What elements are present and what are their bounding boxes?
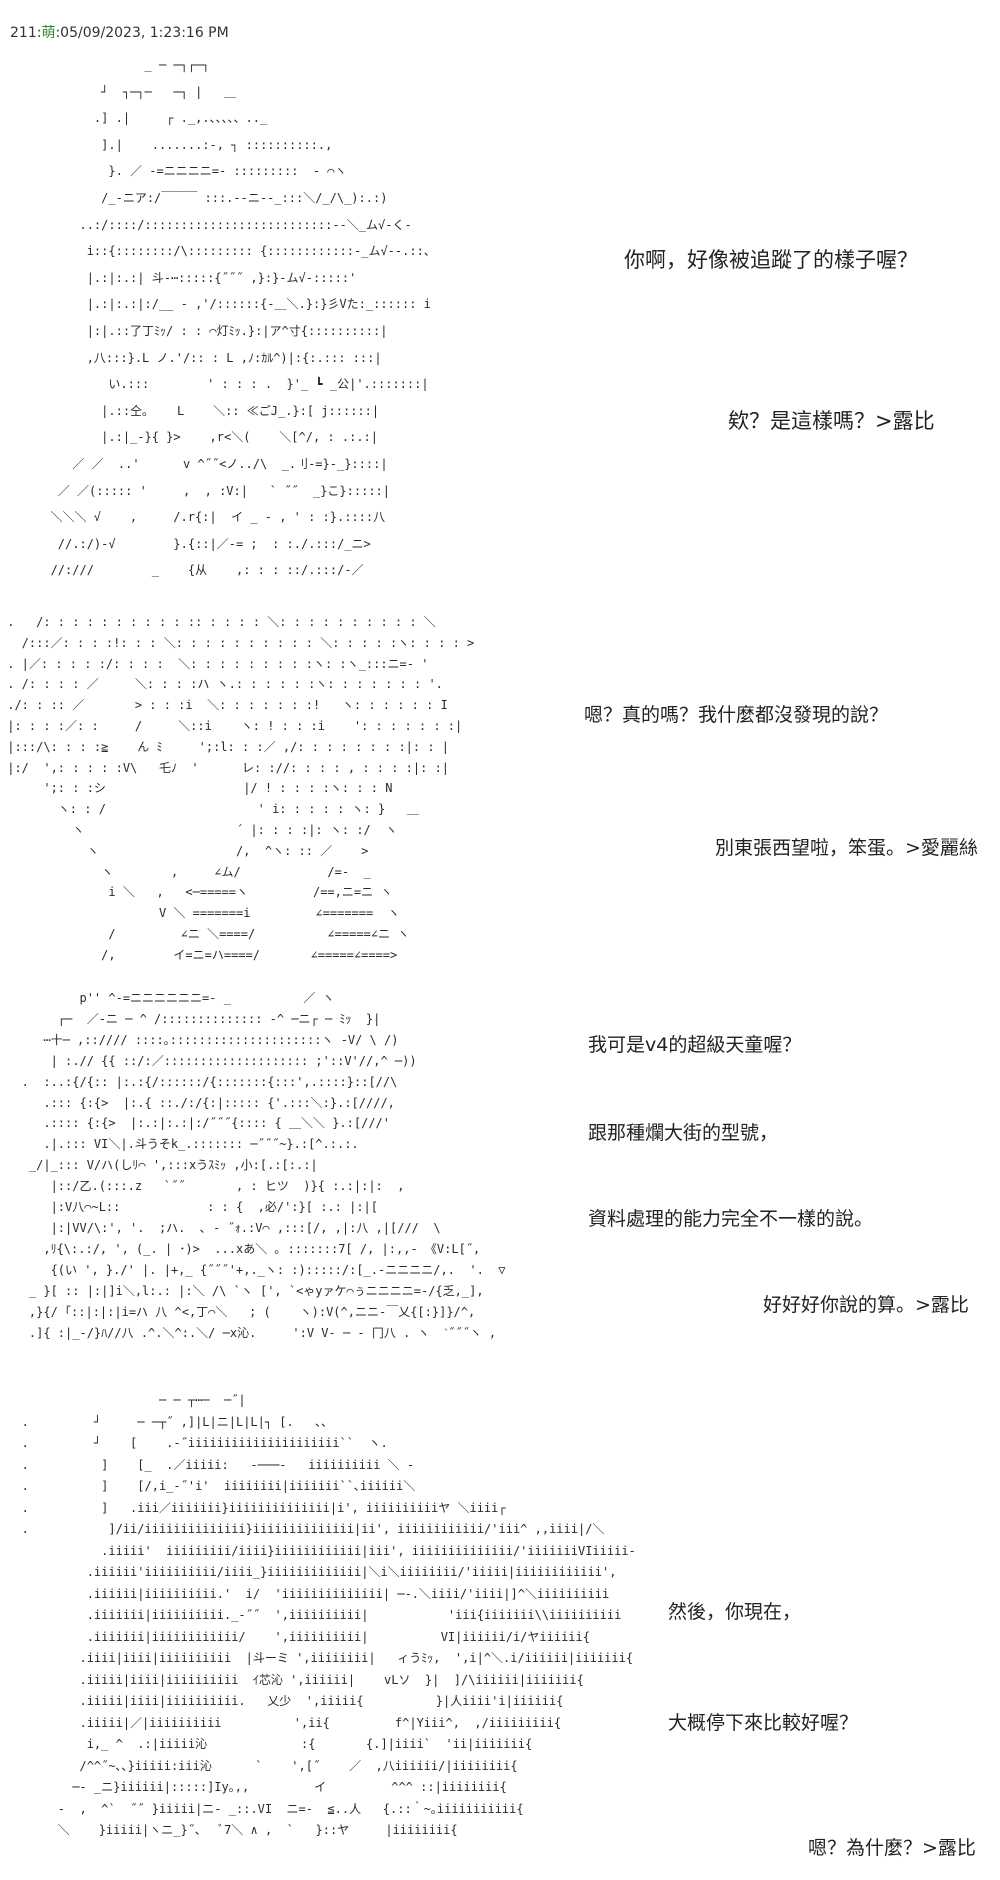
ascii-art-panel-2: . /: : : : : : : : : : :: : : : : ＼: : :… — [7, 615, 475, 962]
dialogue-line: 跟那種爛大街的型號， — [588, 1122, 779, 1144]
panel-2: . /: : : : : : : : : : :: : : : : ＼: : :… — [7, 615, 978, 962]
name-mark: 萌 — [41, 25, 56, 41]
dialogue-line: 好好好你說的算。>露比 — [763, 1294, 969, 1316]
dialogue-line: 你啊，好像被追蹤了的樣子喔？ — [624, 248, 918, 272]
dialogue-line: 我可是v4的超級天童喔？ — [588, 1034, 802, 1056]
ascii-art-panel-1: _ ─ ─┐┌─┐ ┘ ┐─┐─ ─┐ | ＿ .] .| ┌ ._,.、、、、… — [50, 58, 436, 578]
ascii-art-panel-4: ─ ─ ┬⋯─ ─˝| . ┘ ─ ─┬˝ ,]|L|ニ|L|L|┐ [. ､､… — [21, 1393, 636, 1837]
post-number: 211: — [10, 25, 42, 41]
dialogue-line: 嗯？為什麼？>露比 — [808, 1837, 976, 1859]
dialogue-line: 欸？是這樣嗎？>露比 — [728, 409, 935, 433]
post-timestamp: :05/09/2023, 1:23:16 PM — [55, 25, 229, 41]
post-header: 211:萌:05/09/2023, 1:23:16 PM — [10, 22, 229, 42]
dialogue-line: 別東張西望啦，笨蛋。>愛麗絲 — [715, 837, 978, 859]
panel-3: p'' ^-=ニニニニニニ=- _ ／ ヽ ┌─ ／‐ニ ─ ^ /::::::… — [21, 991, 969, 1340]
dialogue-line: 資料處理的能力完全不一樣的說。 — [588, 1208, 874, 1230]
panel-1: _ ─ ─┐┌─┐ ┘ ┐─┐─ ─┐ | ＿ .] .| ┌ ._,.、、、、… — [0, 0, 1000, 600]
dialogue-line: 大概停下來比較好喔？ — [668, 1712, 859, 1734]
ascii-art-panel-3: p'' ^-=ニニニニニニ=- _ ／ ヽ ┌─ ／‐ニ ─ ^ /::::::… — [21, 991, 506, 1340]
dialogue-line: 然後，你現在， — [668, 1601, 802, 1623]
dialogue-line: 嗯？真的嗎？我什麼都沒發現的說？ — [584, 704, 889, 726]
